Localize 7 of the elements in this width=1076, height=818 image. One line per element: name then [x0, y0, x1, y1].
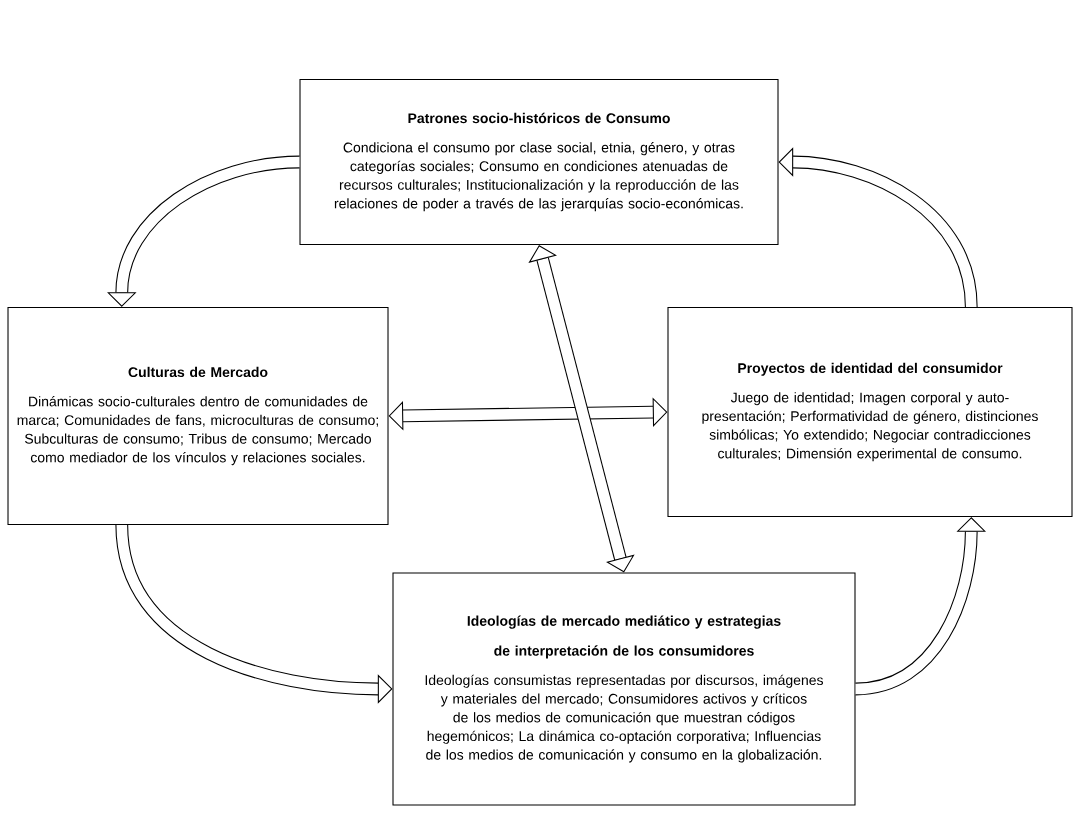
- text-box: Ideologías de mercado mediático y estrategias de interpretación de los consumidores Ideologías consumistas representadas por discursos, imágenes y materiales del mercado; Consumidores activos y críticos de los medios de comunicación que muestran códigos hegemónicos; La dinámica co-optación corporativa; Influencias de los medios de comunicación y consumo en la globalización.: [392, 572, 856, 806]
- block-arrow: [528, 245, 635, 573]
- text-box: Patrones socio-históricos de Consumo Condiciona el consumo por clase social, etnia, género, y otras categorías sociales; Consumo en condiciones atenuadas de recursos culturales; Institucionalización y la reproducción de las relaciones de poder a través de las jerarquías socio-económicas.: [299, 78, 779, 246]
- curved-block-arrow: [107, 155, 300, 307]
- text-box: Proyectos de identidad del consumidor Juego de identidad; Imagen corporal y auto-presentación; Performatividad de género, distinciones simbólicas; Yo extendido; Negociar contradicciones culturales; Dimensión experimental de consumo.: [667, 306, 1073, 518]
- text-box: Culturas de Mercado Dinámicas socio-culturales dentro de comunidades de marca; Comunidades de fans, microculturas de consumo; Subculturas de consumo; Tribus de consumo; Mercado como mediador de los vínculos y relaciones sociales.: [7, 306, 389, 526]
- block-arrow: [388, 397, 668, 431]
